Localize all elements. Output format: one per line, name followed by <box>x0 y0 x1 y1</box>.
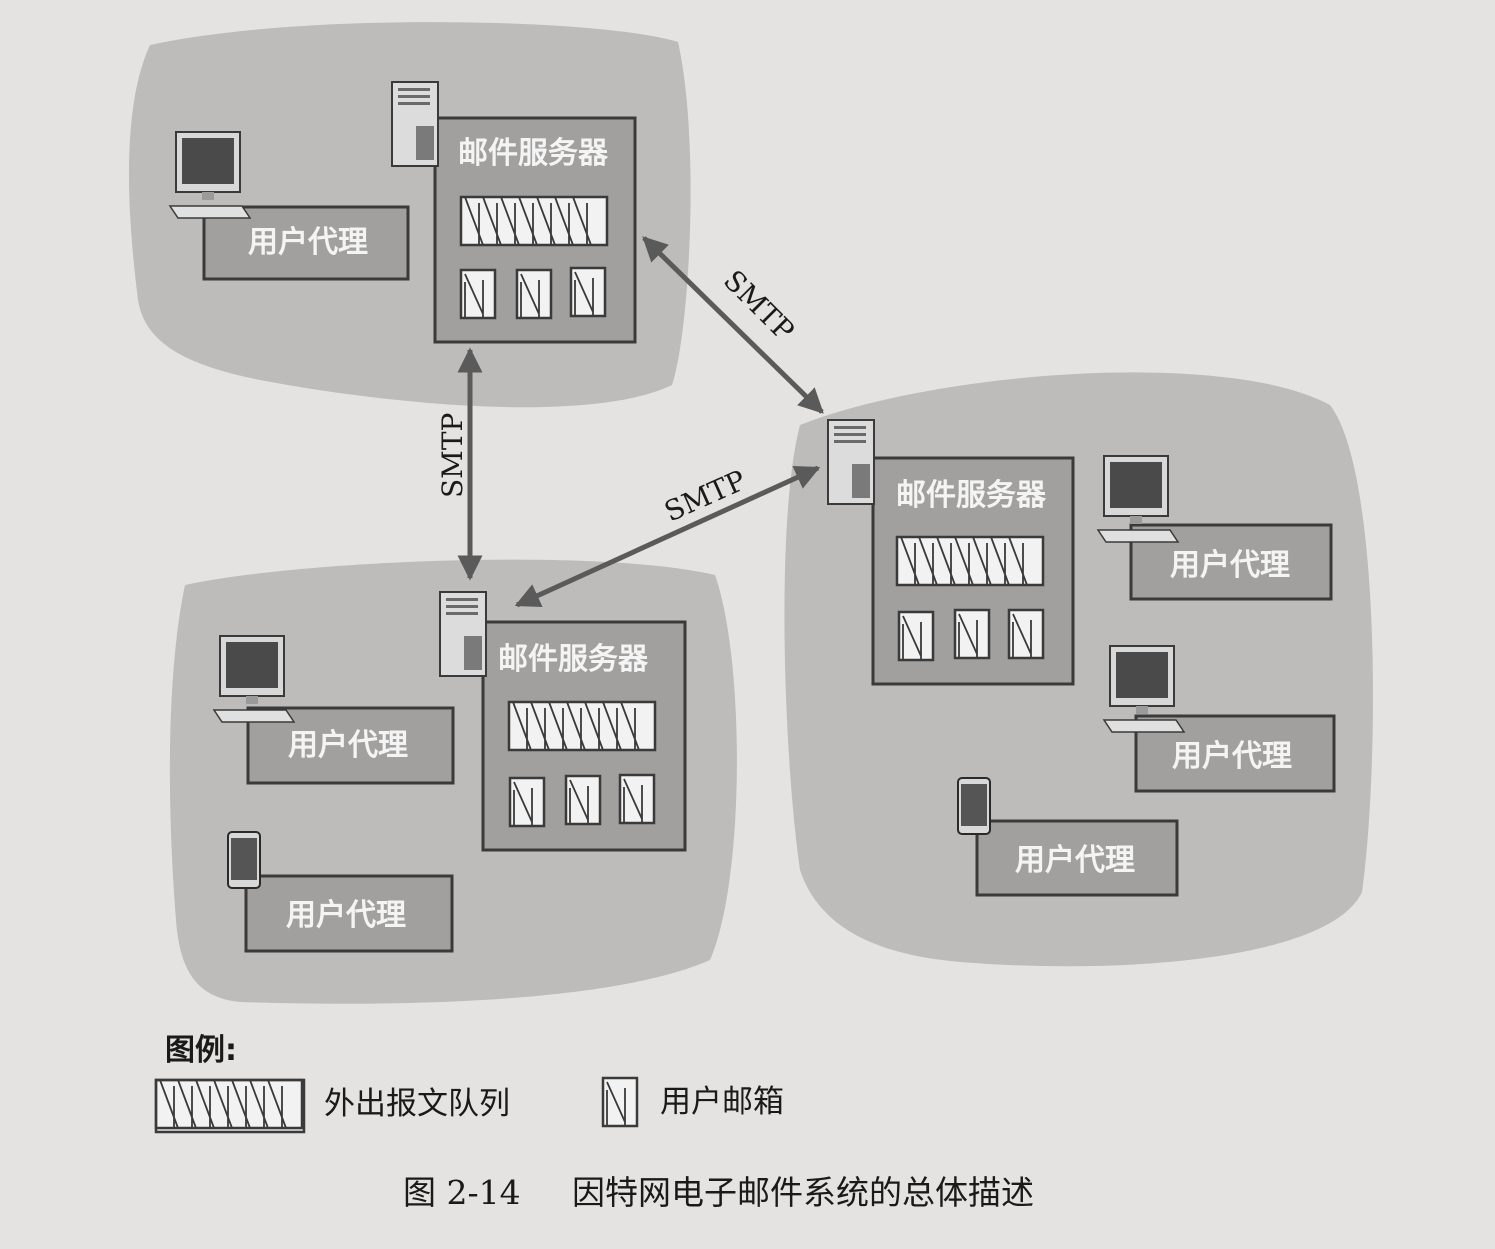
user-agent-bottom-1: 用户代理 <box>213 635 455 785</box>
user-agent-right-2: 用户代理 <box>1103 645 1336 793</box>
mail-server-label: 邮件服务器 <box>498 642 649 677</box>
mailbox-icon <box>515 268 553 320</box>
mail-server-label: 邮件服务器 <box>458 136 609 171</box>
mailbox-icon <box>1007 608 1045 660</box>
mailbox-icon <box>953 608 991 660</box>
user-agent-box <box>975 819 1179 897</box>
mailbox-icon <box>564 774 602 826</box>
mail-server-right: 邮件服务器 <box>827 419 1075 686</box>
user-agent-bottom-2: 用户代理 <box>227 831 454 953</box>
legend-title: 图例: <box>165 1033 237 1068</box>
smtp-label-top-right: SMTP <box>717 264 801 348</box>
legend-queue-frame <box>154 1078 306 1134</box>
smartphone-icon <box>227 831 261 889</box>
user-agent-label: 用户代理 <box>1172 739 1292 774</box>
mailbox-icon <box>601 1076 639 1128</box>
user-agent-label: 用户代理 <box>286 898 406 933</box>
mailbox-icon <box>897 610 935 662</box>
outgoing-queue-icon <box>507 700 657 752</box>
smartphone-icon <box>957 777 991 835</box>
outgoing-queue-icon <box>459 195 609 247</box>
outgoing-queue-icon <box>154 1078 304 1130</box>
user-agent-label: 用户代理 <box>248 225 368 260</box>
mail-server-bottom: 邮件服务器 <box>439 591 687 852</box>
mailbox-icon <box>508 776 546 828</box>
server-tower-icon <box>827 419 875 505</box>
mail-server-label: 邮件服务器 <box>896 478 1047 513</box>
mailbox-icon <box>618 773 656 825</box>
mailbox-icon <box>459 268 497 320</box>
user-agent-label: 用户代理 <box>1170 548 1290 583</box>
figure-number: 图 2-14 <box>403 1173 521 1212</box>
server-tower-icon <box>439 591 487 677</box>
user-agent-right-1: 用户代理 <box>1097 455 1333 601</box>
figure-title: 因特网电子邮件系统的总体描述 <box>572 1173 1034 1212</box>
legend-queue-label: 外出报文队列 <box>324 1086 510 1122</box>
smtp-arrow-top-right <box>642 236 824 414</box>
smtp-label-vertical: SMTP <box>436 413 469 498</box>
user-agent-right-3: 用户代理 <box>957 777 1179 897</box>
user-agent-box <box>202 205 410 281</box>
user-agent-label: 用户代理 <box>288 728 408 763</box>
mail-server-top: 邮件服务器 <box>391 81 637 344</box>
legend-mailbox-label: 用户邮箱 <box>660 1084 784 1120</box>
user-agent-top: 用户代理 <box>169 131 410 281</box>
legend: 图例: 外出报文队列 用户邮箱 <box>154 1033 784 1134</box>
server-tower-icon <box>391 81 439 167</box>
outgoing-queue-icon <box>895 535 1045 587</box>
user-agent-label: 用户代理 <box>1015 843 1135 878</box>
mailbox-icon <box>569 266 607 318</box>
user-agent-box <box>244 874 454 953</box>
figure-caption: 图 2-14 因特网电子邮件系统的总体描述 <box>403 1173 1034 1212</box>
smtp-arrow-bottom-right <box>514 465 821 608</box>
